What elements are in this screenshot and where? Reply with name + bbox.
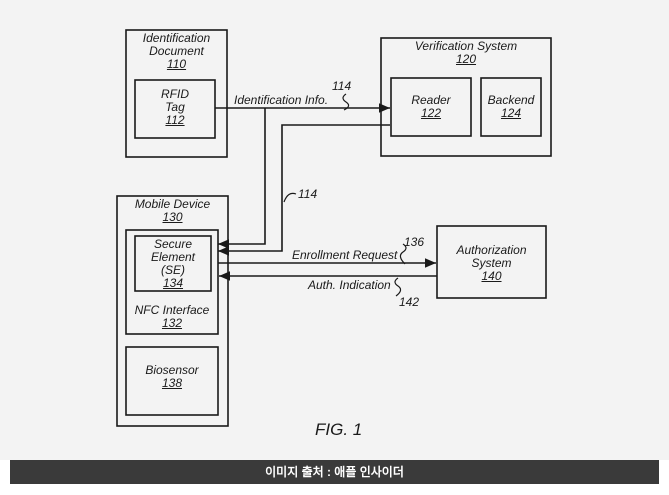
auth-line1: Authorization: [456, 243, 527, 257]
verification-system-box: [380, 37, 552, 157]
diagram-lines: [116, 29, 552, 427]
identification-document-box: [125, 29, 228, 158]
ref-136-leader: [399, 243, 407, 265]
nfc-ref: 132: [161, 316, 183, 330]
image-source-caption: 이미지 출처 : 애플 인사이더: [10, 460, 659, 484]
se-line1: Secure: [153, 237, 193, 251]
rfid-line1: RFID: [161, 87, 189, 101]
nfc-interface-label: NFC Interface 132: [126, 304, 218, 330]
nfc-title: NFC Interface: [134, 303, 210, 317]
secure-element-inner-box: [134, 235, 212, 292]
rfid-tag-label: RFID Tag 112: [135, 88, 215, 127]
ref-114-top-leader: [342, 93, 350, 111]
auth-ref: 140: [481, 269, 502, 283]
backend-label: Backend 124: [481, 94, 541, 120]
reader-box: [390, 77, 472, 137]
patent-figure: Identification Document 110 RFID Tag 112…: [0, 0, 669, 460]
biosensor-box: [125, 346, 219, 416]
backend-box: [480, 77, 542, 137]
ref-136: 136: [404, 235, 425, 249]
figure-label: FIG. 1: [315, 420, 363, 439]
rfid-ref: 112: [165, 113, 185, 127]
ref-142: 142: [399, 295, 420, 309]
id-doc-title-line2: Document: [149, 44, 204, 58]
ref-114-mid-leader: [283, 192, 297, 203]
auth-line2: System: [471, 256, 512, 270]
identification-info-label: Identification Info.: [234, 93, 329, 107]
vs-title: Verification System: [414, 39, 518, 53]
arrow-ident-to-se-outer: [218, 108, 266, 249]
mobile-device-box: [116, 195, 229, 427]
arrow-reader-to-se: [218, 124, 390, 256]
se-line2: Element: [150, 250, 196, 264]
auth-indication-label: Auth. Indication: [308, 278, 391, 292]
id-doc-title-line1: Identification: [142, 31, 211, 45]
reader-label: Reader 122: [391, 94, 471, 120]
backend-ref: 124: [500, 106, 522, 120]
md-ref: 130: [162, 210, 183, 224]
se-line3: (SE): [161, 263, 185, 277]
rfid-line2: Tag: [165, 100, 185, 114]
enrollment-request-label: Enrollment Request: [292, 248, 398, 262]
id-doc-ref: 110: [166, 57, 187, 71]
reader-ref: 122: [420, 106, 442, 120]
biosensor-label: Biosensor 138: [126, 364, 218, 390]
authorization-system-label: Authorization System 140: [437, 244, 546, 283]
authorization-system-box: [436, 225, 547, 299]
backend-title: Backend: [487, 93, 535, 107]
biosensor-title: Biosensor: [145, 363, 199, 377]
ref-114-top: 114: [332, 79, 352, 93]
rfid-tag-box: [134, 79, 216, 139]
verification-system-title: Verification System 120: [381, 40, 551, 66]
mobile-device-title: Mobile Device 130: [117, 198, 228, 224]
ref-114-mid: 114: [298, 187, 318, 201]
secure-element-box: [125, 229, 219, 335]
reader-title: Reader: [411, 93, 451, 107]
md-title: Mobile Device: [134, 197, 211, 211]
identification-document-title: Identification Document 110: [126, 32, 227, 71]
biosensor-ref: 138: [161, 376, 183, 390]
se-ref: 134: [162, 276, 184, 290]
vs-ref: 120: [455, 52, 477, 66]
ref-142-leader: [394, 277, 402, 297]
secure-element-label: Secure Element (SE) 134: [135, 238, 211, 290]
